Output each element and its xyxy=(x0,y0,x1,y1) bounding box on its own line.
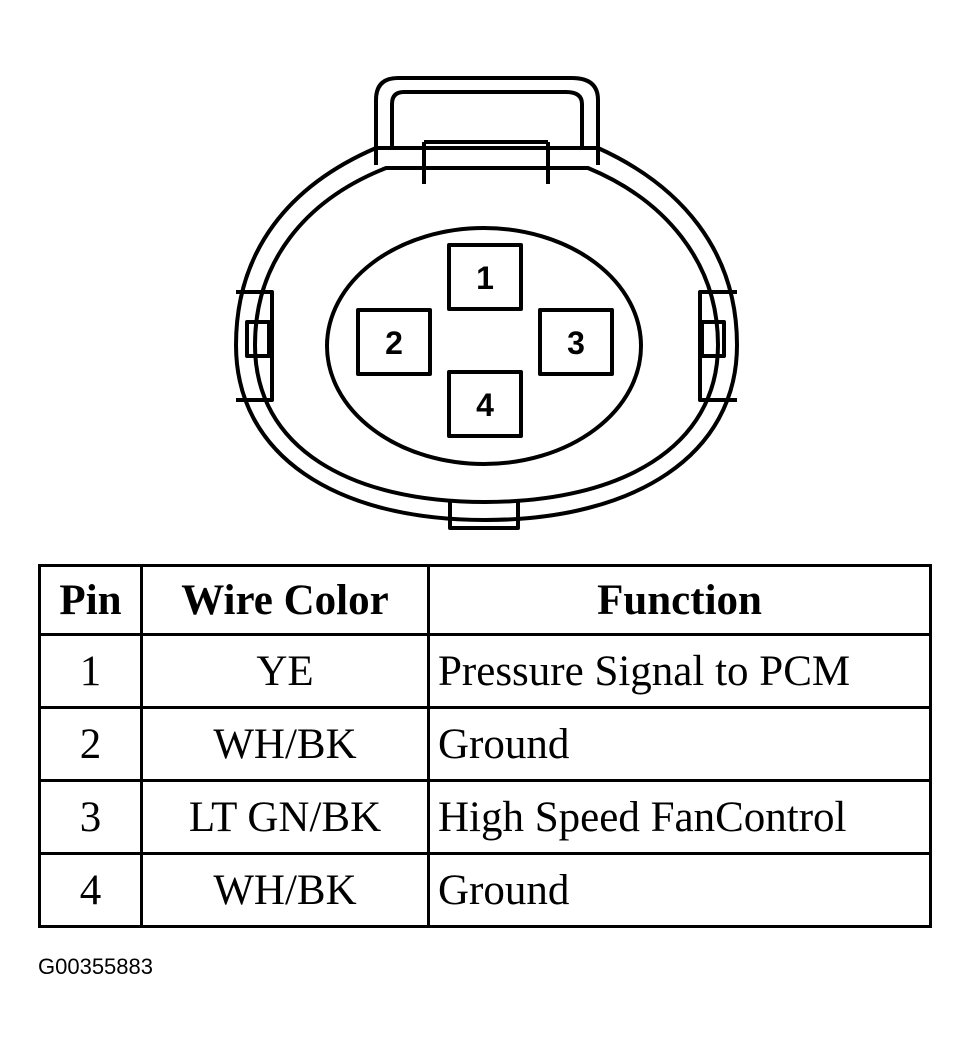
pin-2-box xyxy=(356,308,432,376)
pin-4-box xyxy=(447,370,523,438)
cell-pin: 1 xyxy=(38,633,143,709)
pin-2-label: 2 xyxy=(385,325,403,361)
pin-4-label: 4 xyxy=(476,387,494,423)
cell-function: Ground xyxy=(427,852,932,928)
cell-wire-color: WH/BK xyxy=(140,706,430,782)
header-function: Function xyxy=(427,564,932,636)
table-row: 3 LT GN/BK High Speed FanControl xyxy=(38,779,932,855)
cell-wire-color: WH/BK xyxy=(140,852,430,928)
table-header-row: Pin Wire Color Function xyxy=(38,564,932,636)
pin-3-box xyxy=(538,308,614,376)
figure-id: G00355883 xyxy=(38,954,153,979)
connector-face-diagram: 1 2 3 4 xyxy=(234,76,739,530)
connector-latch xyxy=(374,76,600,165)
pin-1-label: 1 xyxy=(476,260,494,296)
connector-key-right-notch xyxy=(700,320,726,358)
cell-function: Pressure Signal to PCM xyxy=(427,633,932,709)
connector-housing-outline xyxy=(234,146,739,522)
cell-pin: 4 xyxy=(38,852,143,928)
pin-1-box xyxy=(447,243,523,311)
table-row: 1 YE Pressure Signal to PCM xyxy=(38,633,932,709)
header-pin: Pin xyxy=(38,564,143,636)
header-wire-color: Wire Color xyxy=(140,564,430,636)
connector-bottom-tab xyxy=(448,500,520,530)
pinout-table: Pin Wire Color Function 1 YE Pressure Si… xyxy=(38,564,932,928)
connector-inner-ring xyxy=(253,166,720,504)
cell-function: High Speed FanControl xyxy=(427,779,932,855)
connector-latch-inner xyxy=(390,90,584,148)
connector-key-left xyxy=(236,290,274,402)
table-row: 4 WH/BK Ground xyxy=(38,852,932,928)
pin-cavity xyxy=(325,226,643,466)
pin-3-label: 3 xyxy=(567,325,585,361)
cell-pin: 2 xyxy=(38,706,143,782)
cell-pin: 3 xyxy=(38,779,143,855)
cell-wire-color: YE xyxy=(140,633,430,709)
cell-function: Ground xyxy=(427,706,932,782)
cell-wire-color: LT GN/BK xyxy=(140,779,430,855)
connector-key-left-notch xyxy=(245,320,271,358)
table-row: 2 WH/BK Ground xyxy=(38,706,932,782)
